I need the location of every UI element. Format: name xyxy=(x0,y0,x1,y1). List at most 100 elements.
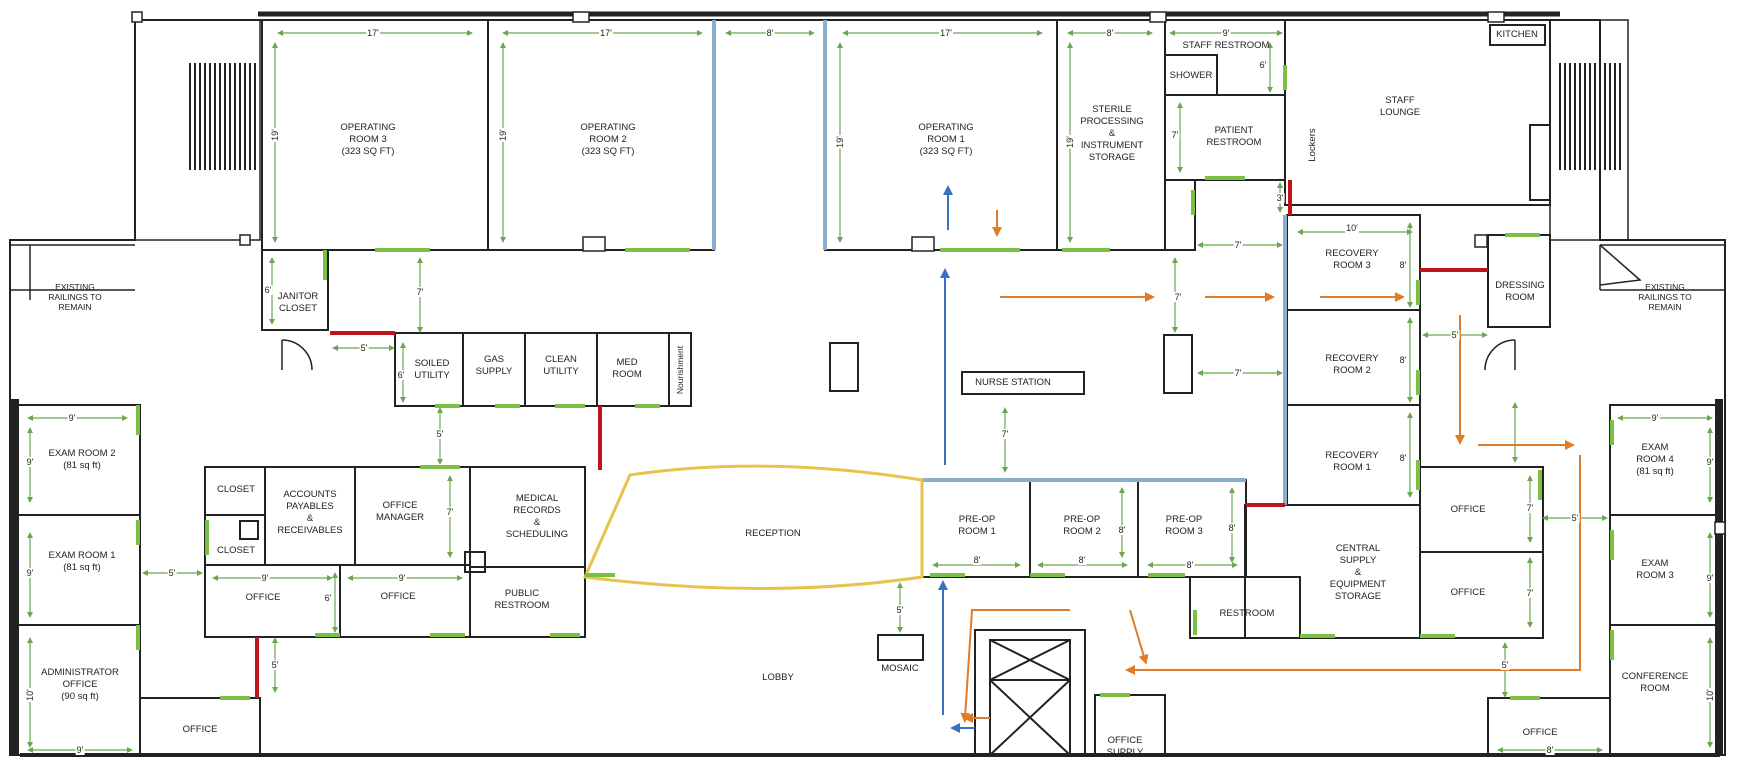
sterile-processing-label: STERILE PROCESSING & INSTRUMENT STORAGE xyxy=(1080,104,1144,163)
gas-supply-label: GAS SUPPLY xyxy=(475,354,513,377)
dim-corridor-5b: 5' xyxy=(1450,330,1460,340)
dim-or3-width: 17' xyxy=(366,28,380,38)
operating-room-1-label: OPERATING ROOM 1 (323 SQ FT) xyxy=(918,122,974,157)
dim-recovery-1-height: 8' xyxy=(1398,453,1408,463)
dim-admin-height: 10' xyxy=(25,688,35,702)
office-right-2-label: OFFICE xyxy=(1450,587,1486,598)
operating-room-3-label: OPERATING ROOM 3 (323 SQ FT) xyxy=(340,122,396,157)
office-supply-label: OFFICE SUPPLY xyxy=(1106,735,1144,758)
closet-1-label: CLOSET xyxy=(216,484,256,495)
public-restroom-label: PUBLIC RESTROOM xyxy=(494,588,550,611)
nurse-station-label: NURSE STATION xyxy=(975,377,1051,388)
stairs-right xyxy=(1549,19,1629,241)
janitor-closet-label: JANITOR CLOSET xyxy=(277,291,319,314)
dim-exam4-width: 9' xyxy=(1650,413,1660,423)
dim-pre-op-2-height: 8' xyxy=(1117,525,1127,535)
closet-2-label: CLOSET xyxy=(216,545,256,556)
dimension-lines xyxy=(27,30,1713,753)
dim-exam2-width: 9' xyxy=(67,413,77,423)
lockers-label: Lockers xyxy=(1307,128,1318,162)
dim-office-a-width: 9' xyxy=(260,573,270,583)
pre-op-2-label: PRE-OP ROOM 2 xyxy=(1063,514,1101,537)
dim-corridor-8: 8' xyxy=(765,28,775,38)
exam-room-1-label: EXAM ROOM 1 (81 sq ft) xyxy=(48,550,116,573)
dim-corridor-7c: 7' xyxy=(1233,368,1243,378)
exam-room-2-label: EXAM ROOM 2 (81 sq ft) xyxy=(48,448,116,471)
dim-exam4-height: 9' xyxy=(1705,457,1715,467)
glass-walls xyxy=(712,20,1287,505)
clean-utility-label: CLEAN UTILITY xyxy=(543,354,579,377)
door-swings xyxy=(281,339,1516,371)
accounts-payables-label: ACCOUNTS PAYABLES & RECEIVABLES xyxy=(277,489,343,536)
dim-sterile-height: 19' xyxy=(1065,135,1075,149)
staff-lounge-label: STAFF LOUNGE xyxy=(1379,95,1421,118)
railings-right xyxy=(1599,244,1725,291)
lobby-label: LOBBY xyxy=(762,672,794,683)
stairs-left xyxy=(134,19,261,241)
dim-recovery-3-width: 10' xyxy=(1345,223,1359,233)
dim-corridor-5e: 5' xyxy=(270,660,280,670)
dim-mosaic-5: 5' xyxy=(895,605,905,615)
dim-sterile-width: 8' xyxy=(1105,28,1115,38)
dim-corridor-7b: 7' xyxy=(1173,292,1183,302)
office-a-label: OFFICE xyxy=(245,592,281,603)
dim-recovery-3-height: 8' xyxy=(1398,260,1408,270)
fire-doors xyxy=(255,180,1488,698)
flow-arrows-blue xyxy=(938,185,975,733)
soiled-utility-label: SOILED UTILITY xyxy=(414,358,450,381)
dim-office-a-height: 6' xyxy=(323,593,333,603)
dim-or1-width: 17' xyxy=(939,28,953,38)
office-b-label: OFFICE xyxy=(380,591,416,602)
dim-pre-op-1-width: 8' xyxy=(972,555,982,565)
kitchen-label: KITCHEN xyxy=(1496,29,1538,40)
reception-desk xyxy=(582,464,924,590)
med-room-label: MED ROOM xyxy=(612,357,642,380)
shower-label: SHOWER xyxy=(1169,70,1213,81)
wall-markers xyxy=(131,11,1726,535)
dressing-room-label: DRESSING ROOM xyxy=(1495,280,1545,303)
dim-patient-restroom-height: 7' xyxy=(1170,130,1180,140)
dim-exam2-height: 9' xyxy=(25,457,35,467)
dim-exam1-height: 9' xyxy=(25,568,35,578)
dim-staff-restroom-width: 9' xyxy=(1221,28,1231,38)
reception-label: RECEPTION xyxy=(745,528,801,539)
dim-office-right-1-height: 7' xyxy=(1525,503,1535,513)
dim-janitor-height: 6' xyxy=(263,285,273,295)
exterior-walls xyxy=(9,11,1726,757)
conference-room-label: CONFERENCE ROOM xyxy=(1621,671,1689,694)
recovery-room-1-label: RECOVERY ROOM 1 xyxy=(1325,450,1379,473)
dim-nurse-7: 7' xyxy=(1000,429,1010,439)
pre-op-1-label: PRE-OP ROOM 1 xyxy=(958,514,996,537)
dim-recovery-2-height: 8' xyxy=(1398,355,1408,365)
dim-staff-restroom-height: 6' xyxy=(1258,60,1268,70)
dim-office-bottom-right-width: 8' xyxy=(1545,745,1555,755)
exam-room-3-label: EXAM ROOM 3 xyxy=(1636,558,1674,581)
dim-conference-height: 10' xyxy=(1705,688,1715,702)
dim-exam3-height: 9' xyxy=(1705,573,1715,583)
dim-corridor-5g: 5' xyxy=(1500,660,1510,670)
dim-corridor-7d: 7' xyxy=(415,287,425,297)
dim-gap-3: 3' xyxy=(1275,193,1285,203)
railings-left xyxy=(10,244,135,300)
flow-arrows-orange xyxy=(960,210,1581,723)
dim-or2-width: 17' xyxy=(599,28,613,38)
restroom-label: RESTROOM xyxy=(1219,608,1275,619)
dim-admin-width: 9' xyxy=(75,745,85,755)
doors xyxy=(136,65,1614,700)
nourishment-label: Nourishment xyxy=(675,345,685,395)
staff-restroom-label: STAFF RESTROOM xyxy=(1182,40,1270,51)
exam-room-4-label: EXAM ROOM 4 (81 sq ft) xyxy=(1636,442,1674,477)
existing-railings-left-label: EXISTING RAILINGS TO REMAIN xyxy=(48,282,102,312)
recovery-room-3-label: RECOVERY ROOM 3 xyxy=(1325,248,1379,271)
medical-records-label: MEDICAL RECORDS & SCHEDULING xyxy=(505,493,569,540)
pre-op-3-label: PRE-OP ROOM 3 xyxy=(1165,514,1203,537)
mosaic-label: MOSAIC xyxy=(881,663,919,674)
dim-pre-op-3-width: 8' xyxy=(1185,560,1195,570)
dim-pre-op-2-width: 8' xyxy=(1077,555,1087,565)
dim-pre-op-3-height: 8' xyxy=(1227,523,1237,533)
office-bottom-left-label: OFFICE xyxy=(182,724,218,735)
dim-office-right-2-height: 7' xyxy=(1525,588,1535,598)
dim-corridor-5a: 5' xyxy=(359,343,369,353)
dim-corridor-5f: 5' xyxy=(1570,513,1580,523)
